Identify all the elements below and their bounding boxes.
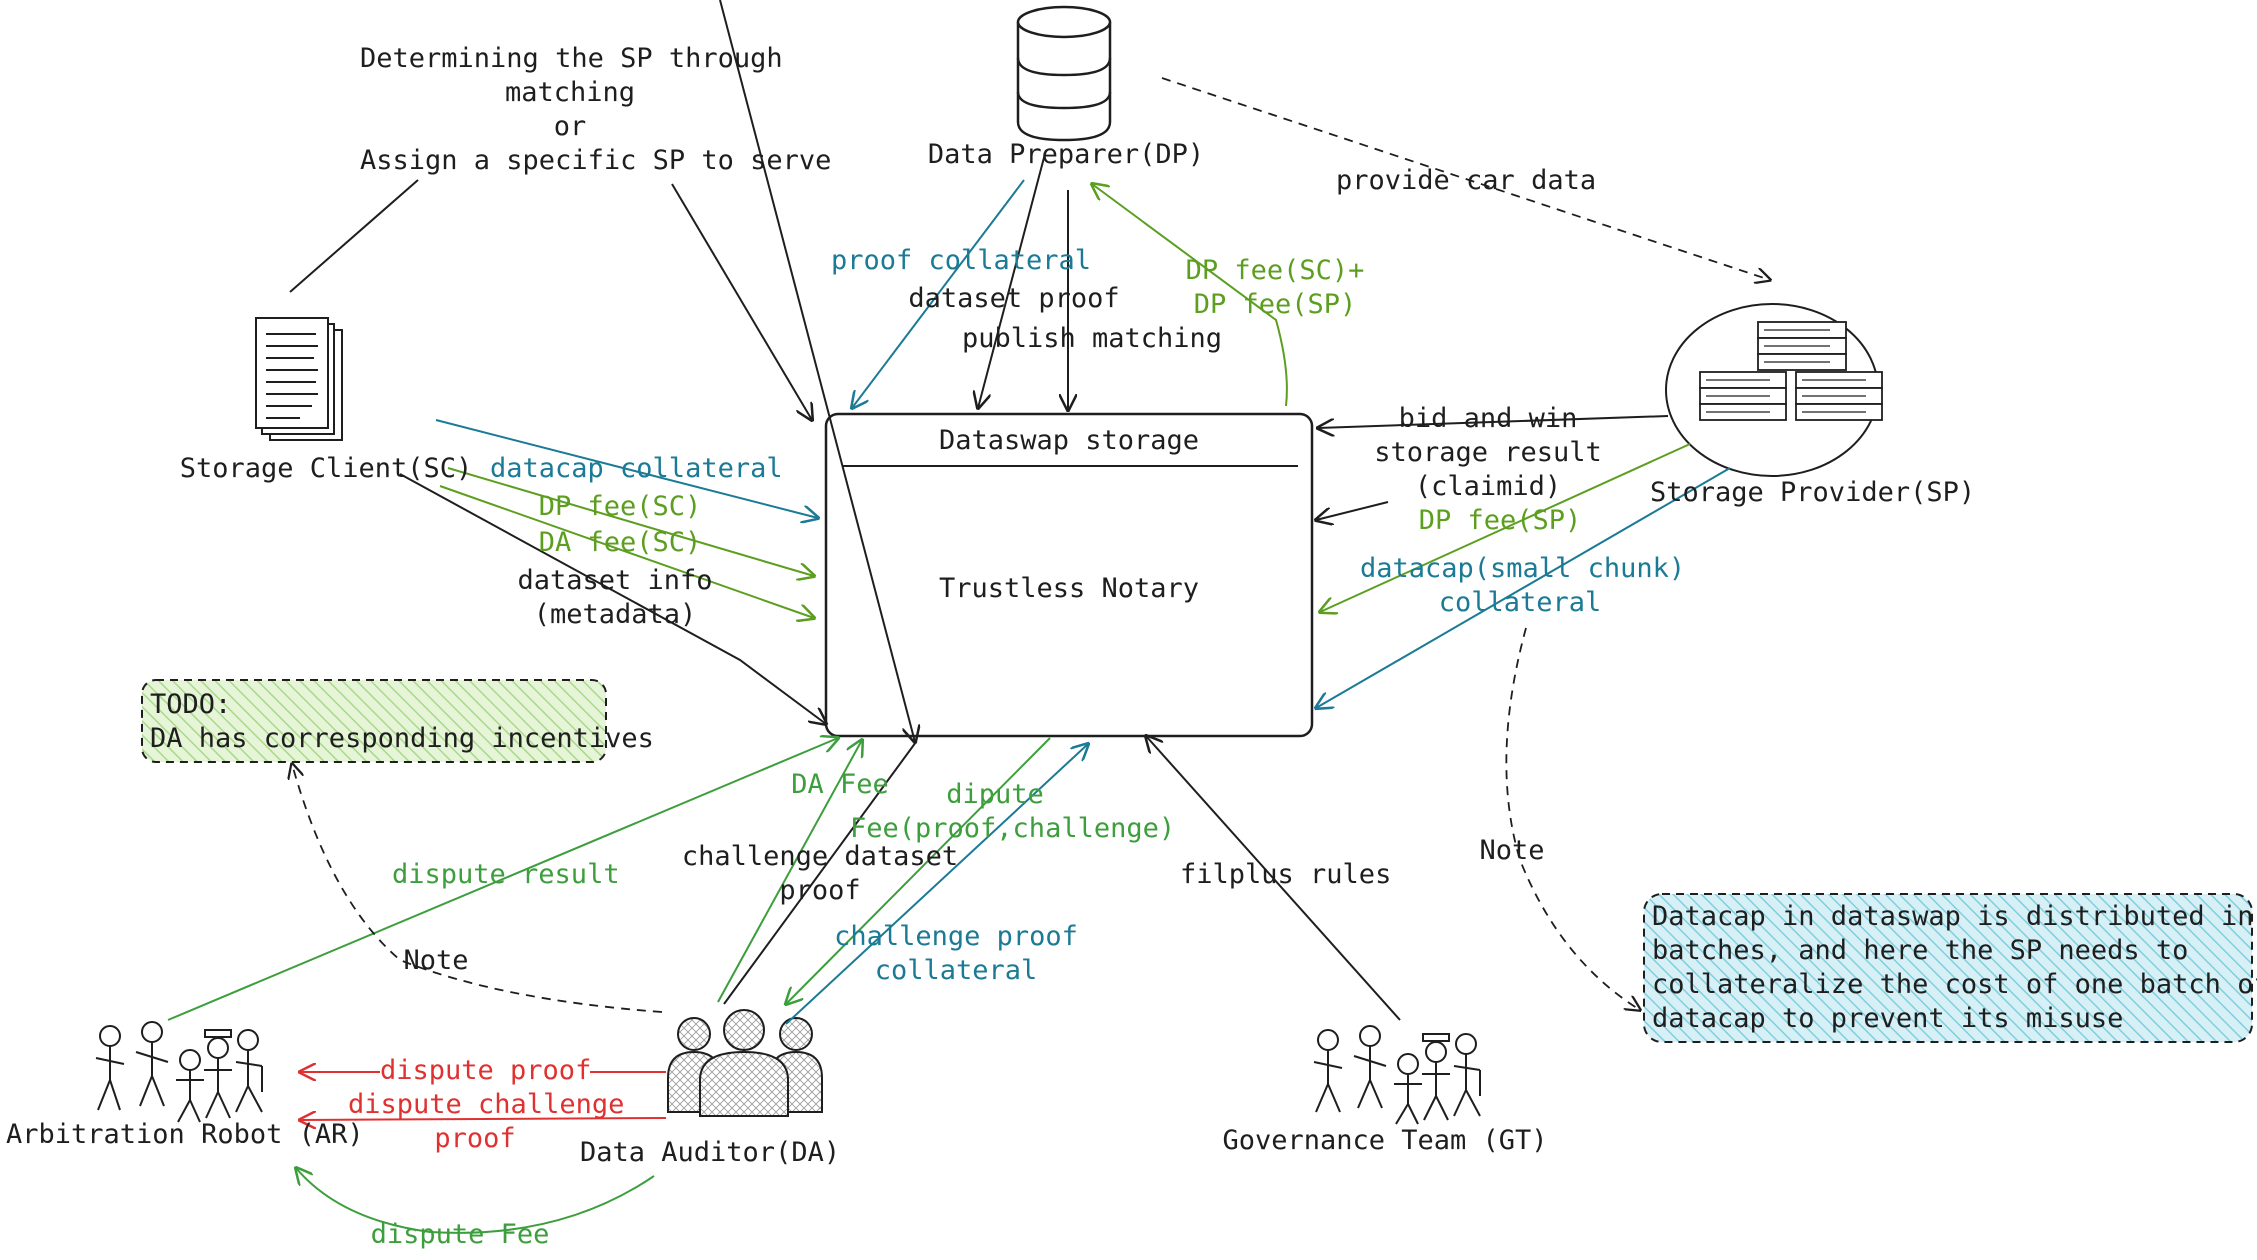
challenge-proof-collateral-line-2: collateral [874,955,1038,986]
datacap-small-chunk-line-1: datacap(small chunk) [1360,553,1686,584]
dipute-fee-label: dipute Fee(proof,challenge) [850,778,1176,846]
dispute-result-label: dispute result [392,859,620,890]
dispute-proof-label: dispute proof [380,1054,592,1088]
data-auditor-label: Data Auditor(DA) [580,1137,841,1168]
da-fee-sc-label: DA fee(SC) [538,527,702,558]
dp-fee-top-line-2: DP fee(SP) [1193,289,1357,320]
datacap-small-chunk-label: datacap(small chunk) collateral [1360,552,1686,620]
determining-sp-line-2: matching [504,77,636,108]
todo-note-line-1: TODO: [150,689,232,720]
proof-collateral-label: proof collateral [830,245,1092,276]
trustless-notary-label: Trustless Notary [938,573,1200,604]
provide-car-data-label: provide car data [1336,165,1597,196]
arrow-datacap-small-chunk [1316,467,1731,708]
publish-matching-label: publish matching [961,323,1223,354]
note-left-label: Note [403,945,469,976]
determining-sp-line-3: or [553,111,587,142]
datacap-note-box [1643,893,2253,1043]
storage-client-label: Storage Client(SC) [179,453,473,484]
crowd-icon [667,1009,823,1117]
challenge-proof-collateral-line-1: challenge proof [834,921,1078,952]
arrow-dp-fee-top [1092,184,1288,407]
arrow-dispute-fee [296,1168,655,1234]
dispute-challenge-proof-label: dispute challenge proof [348,1088,625,1156]
todo-note-line-2: DA has corresponding incentives [150,723,654,754]
dispute-challenge-proof-line-2: proof [434,1123,516,1154]
arrow-provide-car-data [1161,77,1770,280]
arrow-challenge-proof-collateral [785,744,1088,1025]
dipute-fee-line-2: Fee(proof,challenge) [850,813,1176,844]
arrow-storage-result [1316,501,1389,520]
determining-sp-line-1: Determining the SP through [360,43,783,74]
datacap-small-chunk-line-2: collateral [1438,587,1602,618]
challenge-dataset-proof-line-1: challenge dataset [681,841,959,872]
arrow-dipute-fee [786,737,1051,1004]
dataset-info-line-1: dataset info [517,565,713,596]
dp-fee-sc-label: DP fee(SC) [538,491,702,522]
arbitration-robot-label: Arbitration Robot (AR) [6,1119,364,1150]
challenge-dataset-proof-label: challenge dataset proof [680,840,960,908]
dipute-fee-line-1: dipute [946,779,1044,810]
connector-determining-left [289,179,419,293]
arrow-da-fee-sc [439,485,814,618]
bid-and-win-line-3: (claimid) [1414,471,1562,502]
dp-fee-top-label: DP fee(SC)+ DP fee(SP) [1160,254,1390,322]
arrow-dispute-result [167,738,838,1021]
bid-and-win-line-2: storage result [1374,437,1602,468]
arrow-challenge-dataset-proof-line [723,741,917,1005]
arrow-bid-and-win [1318,415,1669,428]
determining-sp-label: Determining the SP through matching or A… [360,42,832,178]
arrow-determining-sp [671,183,812,420]
datacap-note-text: Datacap in dataswap is distributed in ba… [1652,900,2257,1036]
datacap-note-line-4: datacap to prevent its misuse [1652,1003,2124,1034]
dataswap-storage-box [824,412,1314,738]
dispute-fee-label: dispute Fee [370,1219,550,1250]
determining-sp-line-4: Assign a specific SP to serve [360,145,832,176]
da-fee-label: DA Fee [791,769,889,800]
todo-note-box [141,679,607,763]
challenge-dataset-proof-line-2: proof [779,875,861,906]
arrow-filplus-rules [1146,736,1401,1021]
arrow-challenge-dataset-proof [719,0,915,742]
dp-fee-sp-label: DP fee(SP) [1418,505,1582,536]
dataset-proof-label: dataset proof [908,283,1120,314]
document-stack-icon [255,317,343,441]
dataset-info-label: dataset info (metadata) [510,564,720,632]
datacap-note-line-2: batches, and here the SP needs to [1652,935,2189,966]
database-icon [1016,5,1112,142]
arrow-note-right [1505,627,1640,1010]
filplus-rules-label: filplus rules [1180,859,1392,890]
datacap-note-line-3: collateralize the cost of one batch of [1652,969,2257,1000]
arrow-dispute-challenge-proof [300,1118,667,1120]
governance-team-label: Governance Team (GT) [1222,1125,1548,1156]
dataswap-storage-title: Dataswap storage [938,425,1200,456]
bid-and-win-line-1: bid and win [1398,403,1578,434]
todo-note-text: TODO: DA has corresponding incentives [150,688,654,756]
challenge-proof-collateral-label: challenge proof collateral [826,920,1086,988]
dispute-challenge-proof-line-1: dispute challenge [348,1089,625,1120]
dp-fee-top-line-1: DP fee(SC)+ [1185,255,1365,286]
people-group-icon-ar [95,1021,263,1123]
arrow-dp-fee-sp [1320,443,1691,612]
datacap-collateral-label: datacap collateral [490,453,783,484]
datacap-note-line-1: Datacap in dataswap is distributed in [1652,901,2254,932]
arrow-da-fee [717,740,862,1003]
arrow-dataset-info [399,473,826,724]
dataset-info-line-2: (metadata) [533,599,697,630]
server-cluster-icon [1665,303,1883,477]
arrow-dataset-proof [978,149,1047,408]
people-group-icon-gt [1313,1025,1481,1125]
bid-and-win-label: bid and win storage result (claimid) [1368,402,1608,504]
storage-provider-label: Storage Provider(SP) [1650,477,1976,508]
arrow-datacap-collateral [435,419,818,518]
arrow-dp-fee-sc [447,467,814,576]
arrow-proof-collateral [852,179,1025,408]
note-right-label: Note [1479,835,1545,866]
data-preparer-label: Data Preparer(DP) [927,139,1205,170]
